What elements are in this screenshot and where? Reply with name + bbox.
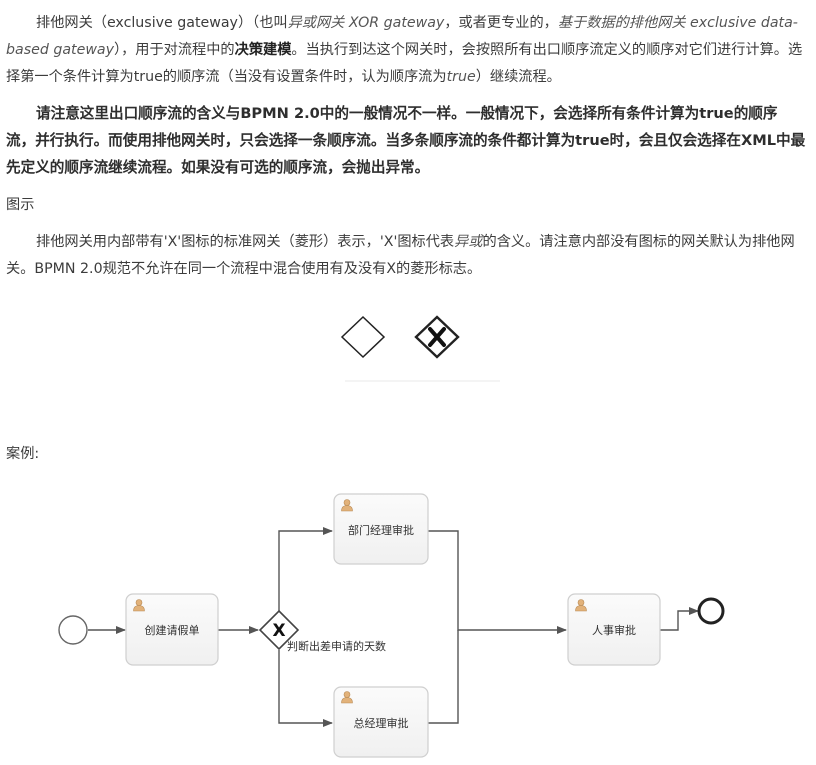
exclusive-gateway[interactable]: X xyxy=(258,609,300,651)
task-dept-label: 部门经理审批 xyxy=(348,523,414,537)
legend-text-3: 的含义。请注意内部没有图标的网关默认为排他网关。BPMN 2.0规范不允许在同一… xyxy=(6,234,795,277)
plain-gateway-icon xyxy=(340,315,386,359)
intro-text-1: 排他网关（exclusive gateway）（也叫 xyxy=(36,15,288,31)
gateway-condition-label: 判断出差申请的天数 xyxy=(287,639,386,653)
task-create-label: 创建请假单 xyxy=(145,623,200,637)
legend-paragraph: 排他网关用内部带有'X'图标的标准网关（菱形）表示，'X'图标代表异或的含义。请… xyxy=(6,229,806,283)
task-hr-label: 人事审批 xyxy=(592,623,636,637)
task-hr-approval[interactable]: 人事审批 xyxy=(567,593,661,666)
sequence-flows xyxy=(88,527,699,727)
gateway-x-icon: X xyxy=(272,621,285,641)
end-event[interactable] xyxy=(697,597,725,625)
intro-text-7: 。当执行到达这个网关时，会按照所有出口顺序流定义的顺序对它们进行计算。选择第一个… xyxy=(6,42,803,85)
example-heading: 案例: xyxy=(6,446,40,462)
exclusive-gateway-icon xyxy=(414,315,460,359)
intro-term-data-based: 基于数据的排他网关 exclusive data-based gateway xyxy=(6,15,798,58)
start-event[interactable] xyxy=(58,615,88,645)
task-dept-manager-approval[interactable]: 部门经理审批 xyxy=(333,493,429,565)
task-create-leave-form[interactable]: 创建请假单 xyxy=(125,593,219,666)
note-paragraph: 请注意这里出口顺序流的含义与BPMN 2.0中的一般情况不一样。一般情况下，会选… xyxy=(6,105,806,176)
intro-keyword-decision: 决策建模 xyxy=(234,42,292,58)
intro-text-5: ），用于对流程中的 xyxy=(114,42,235,58)
task-gm-approval[interactable]: 总经理审批 xyxy=(333,686,429,758)
task-gm-label: 总经理审批 xyxy=(354,716,409,730)
intro-paragraph: 排他网关（exclusive gateway）（也叫异或网关 XOR gatew… xyxy=(6,10,806,91)
legend-term-xor: 异或 xyxy=(454,234,483,250)
legend-text-1: 排他网关用内部带有'X'图标的标准网关（菱形）表示，'X'图标代表 xyxy=(36,234,455,250)
intro-term-true: true xyxy=(446,69,476,85)
intro-text-9: ）继续流程。 xyxy=(475,69,561,85)
intro-term-xor: 异或网关 XOR gateway xyxy=(287,15,445,31)
legend-heading: 图示 xyxy=(6,197,35,213)
intro-text-3: ，或者更专业的， xyxy=(444,15,558,31)
